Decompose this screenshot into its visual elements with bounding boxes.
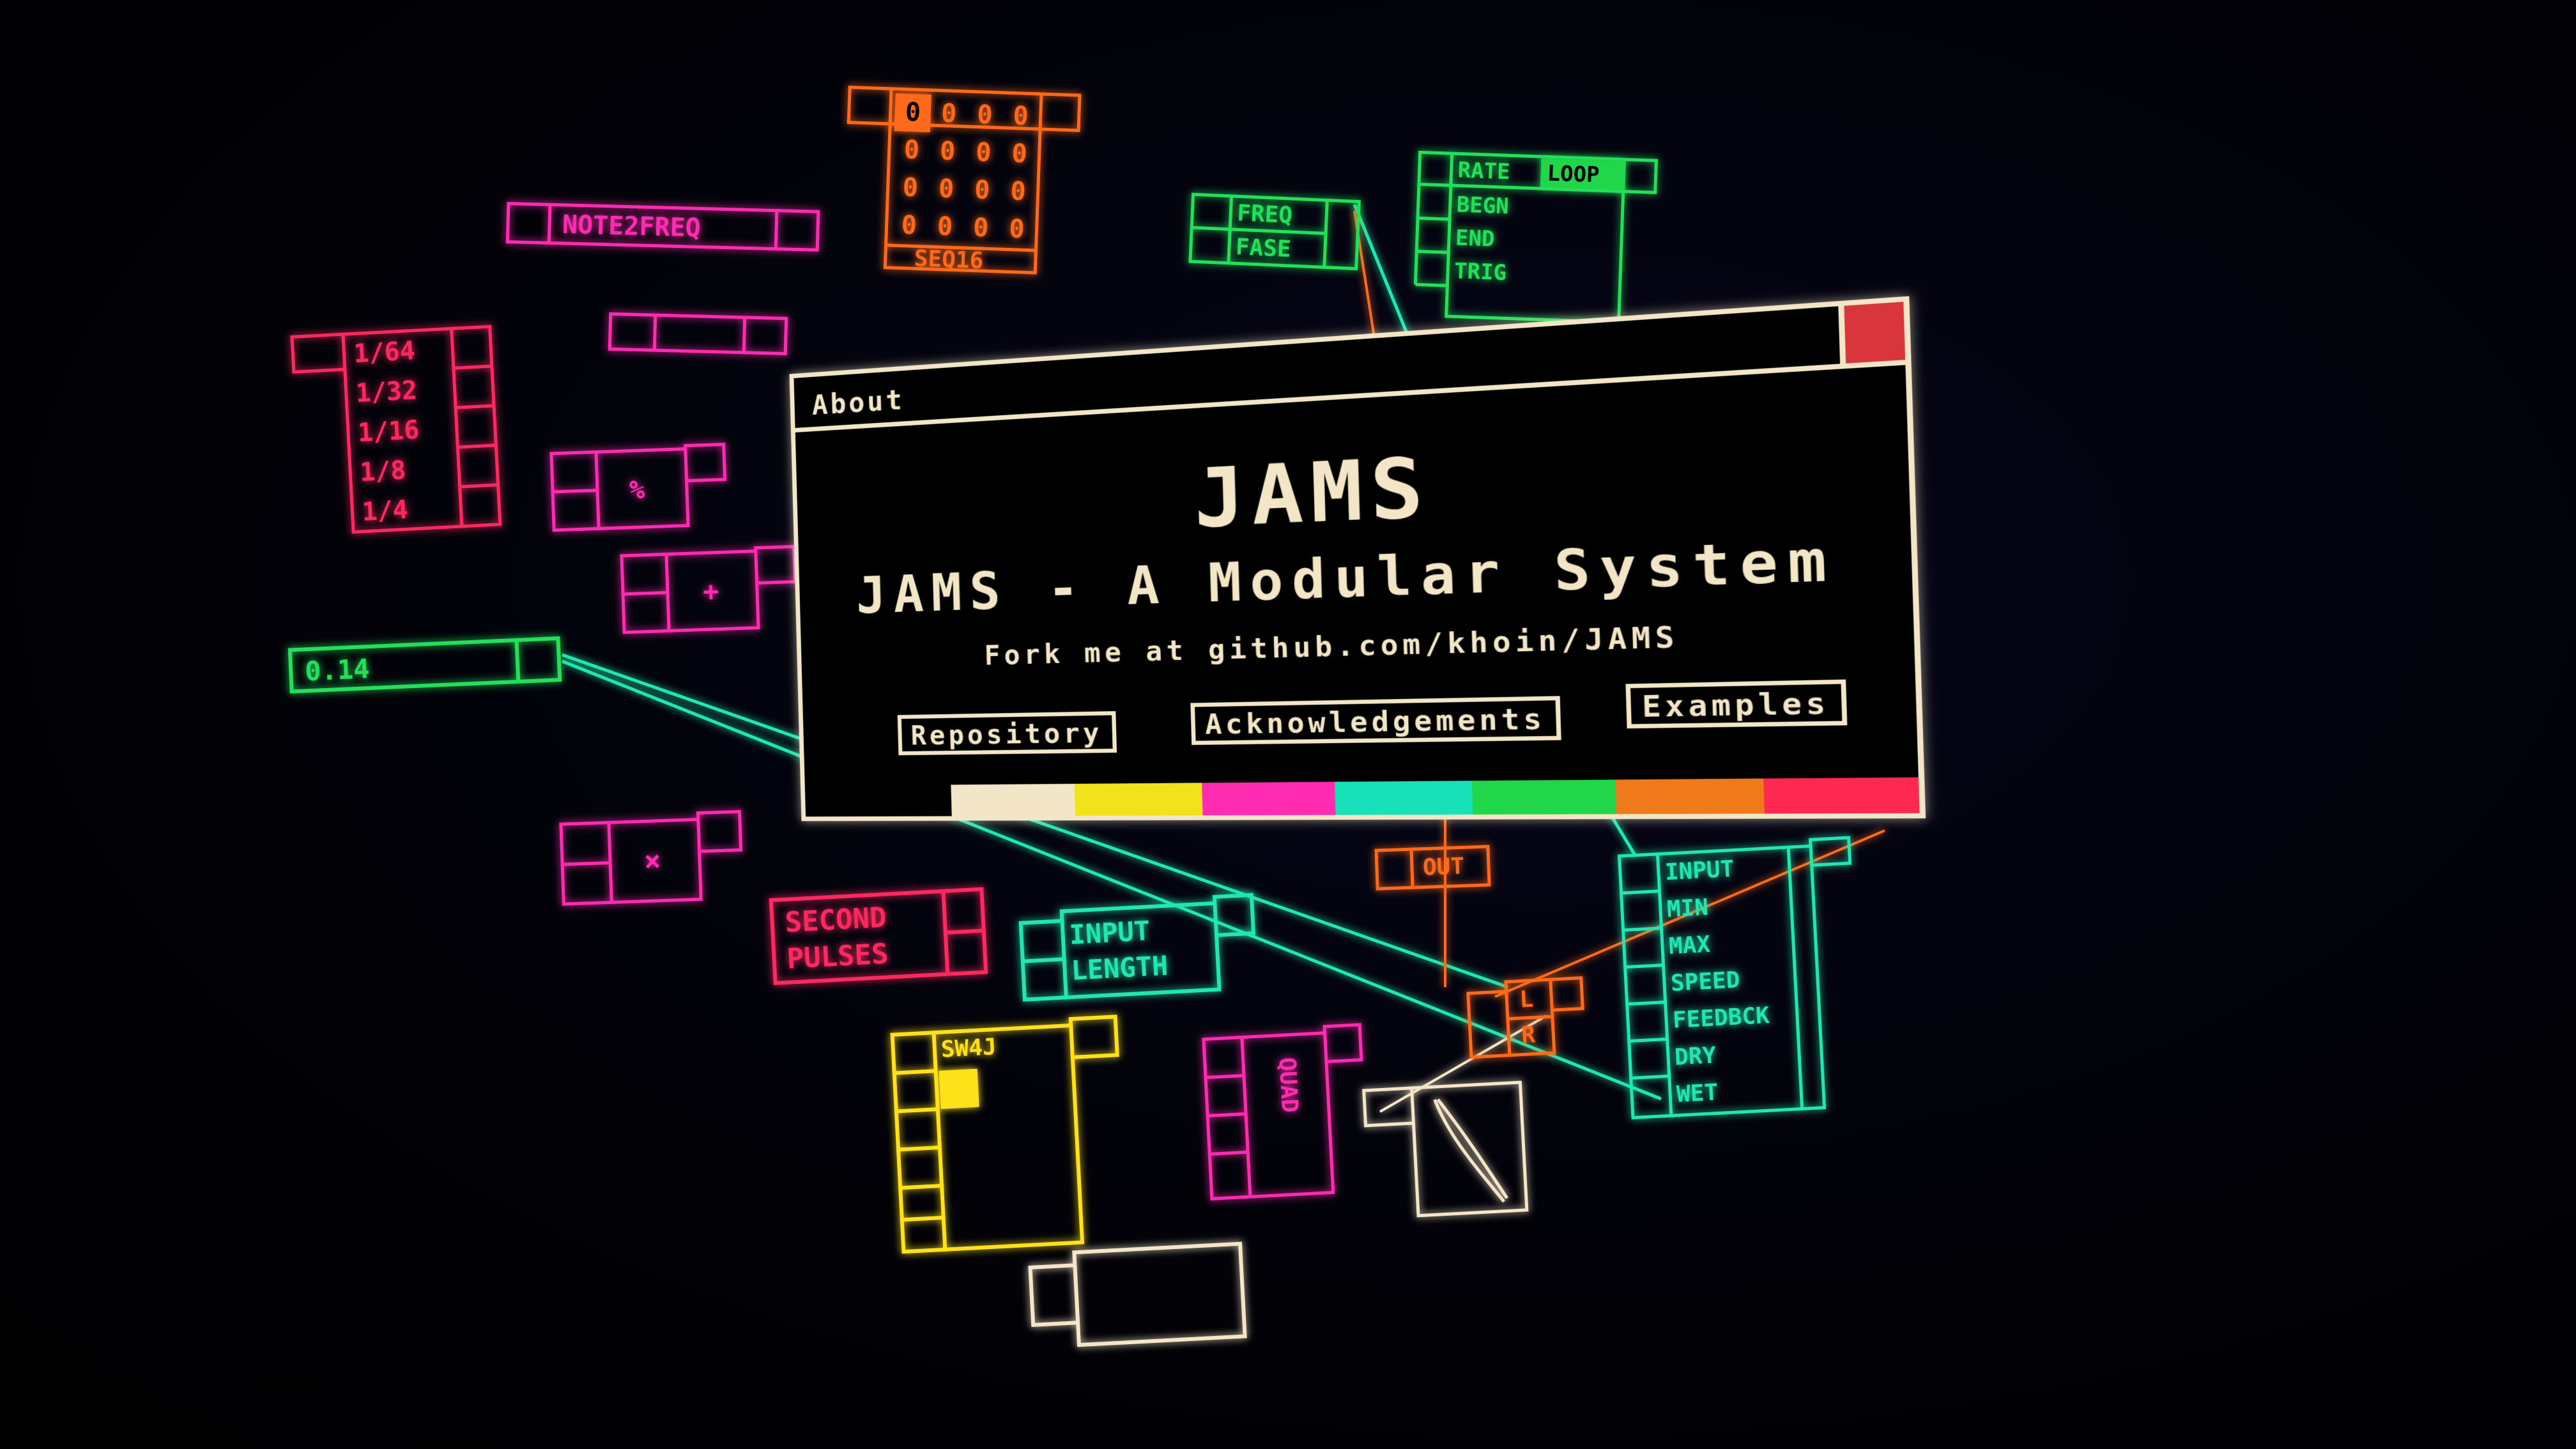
- divider-option[interactable]: 1/64: [353, 338, 416, 367]
- repository-button[interactable]: Repository: [898, 711, 1117, 755]
- divider-option[interactable]: 1/4: [362, 497, 409, 525]
- stripe-segment: [1074, 783, 1202, 816]
- seq16-step[interactable]: 0: [998, 210, 1035, 249]
- adder-symbol: +: [702, 578, 719, 606]
- seq16-module[interactable]: 0000000000000000 SEQ16: [843, 84, 1086, 284]
- stripe-segment: [1202, 782, 1335, 816]
- seq16-step[interactable]: 0: [1000, 135, 1038, 174]
- sampler-module[interactable]: RATE LOOP BEGN END TRIG: [1414, 149, 1662, 330]
- about-titlebar[interactable]: About: [793, 302, 1905, 433]
- seq16-step[interactable]: 0: [926, 207, 963, 246]
- loop-toggle[interactable]: LOOP: [1547, 162, 1600, 186]
- seq16-step[interactable]: 0: [892, 169, 929, 208]
- right-port[interactable]: R: [1521, 1024, 1536, 1048]
- constant-module[interactable]: 0.14: [289, 633, 566, 696]
- seq16-step[interactable]: 0: [965, 134, 1002, 172]
- stripe-segment: [1764, 778, 1920, 814]
- seq16-step[interactable]: 0: [930, 95, 967, 134]
- seq16-step[interactable]: 0: [893, 131, 930, 170]
- end-port[interactable]: END: [1455, 227, 1495, 250]
- empty-module[interactable]: [610, 310, 790, 356]
- quad-label: QUAD: [1275, 1057, 1301, 1113]
- seq16-step[interactable]: 0: [891, 206, 928, 245]
- delay-speed-port[interactable]: SPEED: [1670, 969, 1740, 995]
- input-port[interactable]: INPUT: [1069, 917, 1151, 949]
- divider-option[interactable]: 1/8: [359, 457, 406, 486]
- second-pulses-label-2: PULSES: [786, 940, 889, 974]
- delay-dry-port[interactable]: DRY: [1674, 1044, 1717, 1069]
- examples-button[interactable]: Examples: [1625, 679, 1846, 728]
- clock-divider-module[interactable]: 1/64 1/32 1/16 1/8 1/4: [292, 320, 526, 542]
- output-module[interactable]: OUT: [1376, 841, 1493, 893]
- rate-port[interactable]: RATE: [1457, 160, 1510, 183]
- color-stripe: [951, 778, 1919, 816]
- adder-module[interactable]: +: [622, 543, 804, 639]
- input-length-module[interactable]: INPUT LENGTH: [1020, 891, 1261, 1006]
- about-dialog[interactable]: About JAMS JAMS - A Modular System Fork …: [790, 296, 1926, 822]
- freq-port[interactable]: FREQ: [1236, 202, 1292, 227]
- output-label: OUT: [1422, 855, 1464, 879]
- fork-link[interactable]: Fork me at github.com/khoin/JAMS: [801, 615, 1915, 676]
- stripe-segment: [1472, 779, 1616, 815]
- seq16-step[interactable]: 0: [894, 93, 931, 132]
- seq16-label: SEQ16: [914, 247, 984, 273]
- divider-option[interactable]: 1/16: [357, 417, 420, 446]
- delay-max-port[interactable]: MAX: [1668, 933, 1711, 958]
- delay-min-port[interactable]: MIN: [1666, 896, 1709, 921]
- empty-cream-module[interactable]: [1029, 1237, 1252, 1354]
- seq16-step[interactable]: 0: [966, 96, 1003, 135]
- second-pulses-module[interactable]: SECOND PULSES: [770, 882, 992, 990]
- delay-input-port[interactable]: INPUT: [1664, 858, 1735, 885]
- multiplier-module[interactable]: ×: [560, 808, 749, 910]
- oscillator-module[interactable]: FREQ FASE: [1190, 191, 1363, 275]
- about-title: About: [811, 383, 905, 421]
- second-pulses-label-1: SECOND: [785, 904, 887, 937]
- multiplier-symbol: ×: [643, 847, 661, 876]
- sw4j-active-indicator: [939, 1069, 979, 1109]
- scope-module[interactable]: [1363, 1075, 1537, 1230]
- length-port[interactable]: LENGTH: [1071, 953, 1169, 985]
- quad-module[interactable]: QUAD: [1203, 1018, 1372, 1206]
- seq16-step[interactable]: 0: [929, 132, 966, 171]
- note2freq-module[interactable]: NOTE2FREQ: [507, 201, 822, 257]
- constant-value[interactable]: 0.14: [304, 656, 370, 685]
- stripe-segment: [1615, 779, 1765, 815]
- modulo-module[interactable]: %: [551, 441, 733, 537]
- seq16-step[interactable]: 0: [1002, 97, 1039, 136]
- seq16-step[interactable]: 0: [999, 172, 1036, 211]
- seq16-step[interactable]: 0: [963, 171, 1000, 210]
- fase-port[interactable]: FASE: [1235, 236, 1291, 261]
- sw4j-module[interactable]: SW4J: [892, 1010, 1134, 1258]
- stripe-segment: [1335, 781, 1473, 815]
- delay-module[interactable]: INPUT MIN MAX SPEED FEEDBCK DRY WET: [1618, 831, 1869, 1131]
- modulo-symbol: %: [629, 477, 645, 503]
- note2freq-label: NOTE2FREQ: [562, 212, 702, 241]
- close-button[interactable]: [1838, 302, 1905, 364]
- stereo-out-module[interactable]: L R: [1467, 971, 1590, 1066]
- seq16-step[interactable]: 0: [928, 170, 965, 209]
- begn-port[interactable]: BEGN: [1456, 194, 1509, 218]
- seq16-step[interactable]: 0: [962, 208, 999, 247]
- left-port[interactable]: L: [1519, 988, 1535, 1012]
- acknowledgements-button[interactable]: Acknowledgements: [1190, 696, 1561, 745]
- sw4j-label: SW4J: [940, 1036, 997, 1061]
- stripe-segment: [951, 784, 1075, 816]
- delay-wet-port[interactable]: WET: [1676, 1081, 1719, 1106]
- delay-feedback-port[interactable]: FEEDBCK: [1672, 1004, 1770, 1032]
- trig-port[interactable]: TRIG: [1454, 260, 1507, 284]
- divider-option[interactable]: 1/32: [355, 378, 418, 406]
